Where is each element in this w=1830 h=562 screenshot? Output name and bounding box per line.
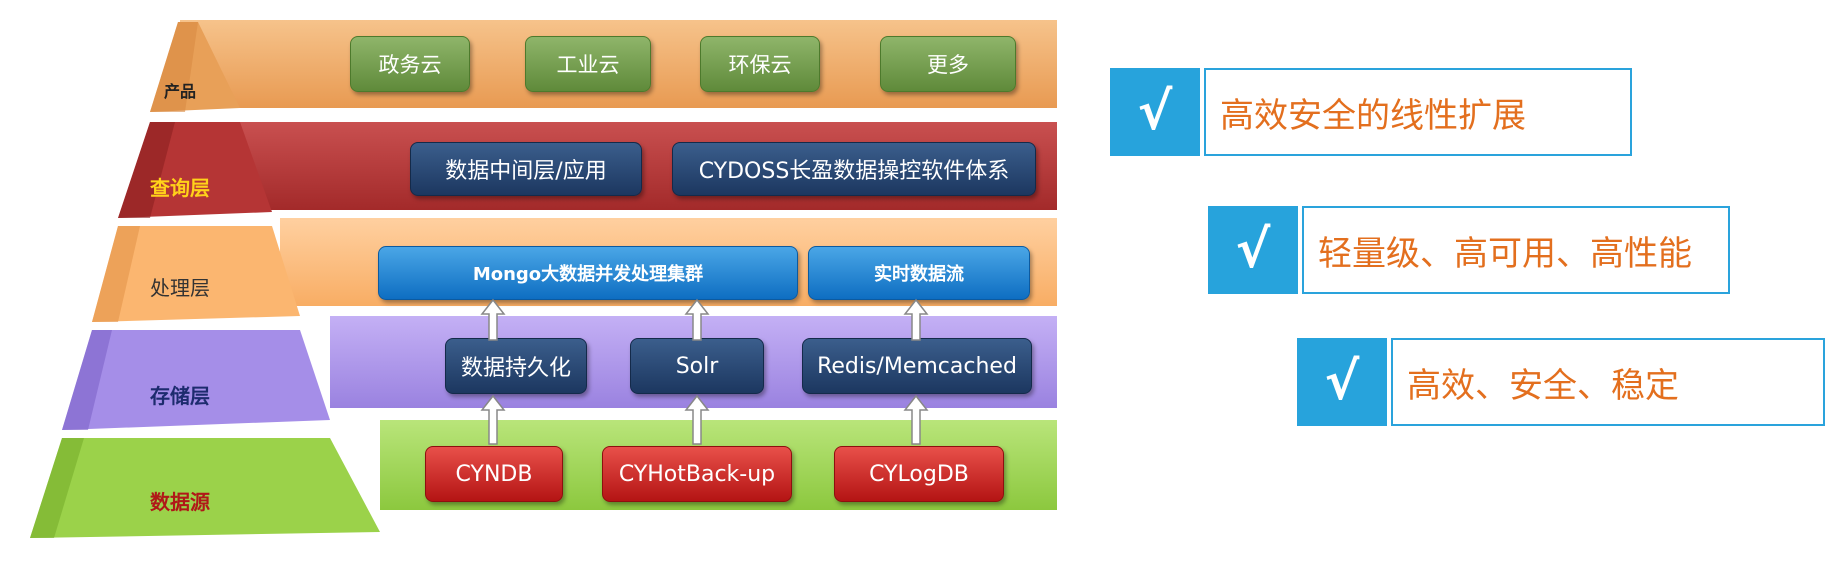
layer-label-product: 产品 <box>163 82 196 101</box>
processing-mongo-cluster: Mongo大数据并发处理集群 <box>378 246 798 300</box>
datasource-cyhotbackup: CYHotBack-up <box>602 446 792 502</box>
pyramid <box>30 22 380 538</box>
processing-realtime-stream: 实时数据流 <box>808 246 1030 300</box>
feature-text: 轻量级、高可用、高性能 <box>1302 206 1730 294</box>
up-arrow-icon <box>903 298 929 341</box>
up-arrow-icon <box>684 298 710 341</box>
up-arrow-icon <box>684 394 710 445</box>
product-env-cloud: 环保云 <box>700 36 820 92</box>
up-arrow-icon <box>480 394 506 445</box>
up-arrow-icon <box>903 394 929 445</box>
check-icon: √ <box>1110 68 1200 156</box>
layer-label-storage: 存储层 <box>150 384 210 408</box>
pyramid-processing <box>92 226 300 322</box>
layer-label-processing: 处理层 <box>150 276 210 300</box>
storage-solr: Solr <box>630 338 764 394</box>
architecture-diagram: 产品 查询层 处理层 存储层 数据源 政务云 工业云 环保云 更多 数据中间层/… <box>30 20 1057 538</box>
product-gov-cloud: 政务云 <box>350 36 470 92</box>
storage-redis: Redis/Memcached <box>802 338 1032 394</box>
check-icon: √ <box>1297 338 1387 426</box>
layer-label-datasource: 数据源 <box>150 490 210 514</box>
product-more: 更多 <box>880 36 1016 92</box>
query-cydoss: CYDOSS长盈数据操控软件体系 <box>672 142 1036 196</box>
datasource-cylogdb: CYLogDB <box>834 446 1004 502</box>
up-arrow-icon <box>480 298 506 341</box>
feature-lightweight: √ 轻量级、高可用、高性能 <box>1208 206 1730 294</box>
storage-persistence: 数据持久化 <box>445 338 587 394</box>
datasource-cyndb: CYNDB <box>425 446 563 502</box>
layer-label-query: 查询层 <box>150 176 210 200</box>
pyramid-datasource <box>30 438 380 538</box>
product-industry-cloud: 工业云 <box>525 36 651 92</box>
pyramid-storage <box>62 330 330 430</box>
query-middleware: 数据中间层/应用 <box>410 142 642 196</box>
feature-text: 高效安全的线性扩展 <box>1204 68 1632 156</box>
feature-secure-stable: √ 高效、安全、稳定 <box>1297 338 1825 426</box>
check-icon: √ <box>1208 206 1298 294</box>
feature-linear-scaling: √ 高效安全的线性扩展 <box>1110 68 1632 156</box>
feature-text: 高效、安全、稳定 <box>1391 338 1825 426</box>
